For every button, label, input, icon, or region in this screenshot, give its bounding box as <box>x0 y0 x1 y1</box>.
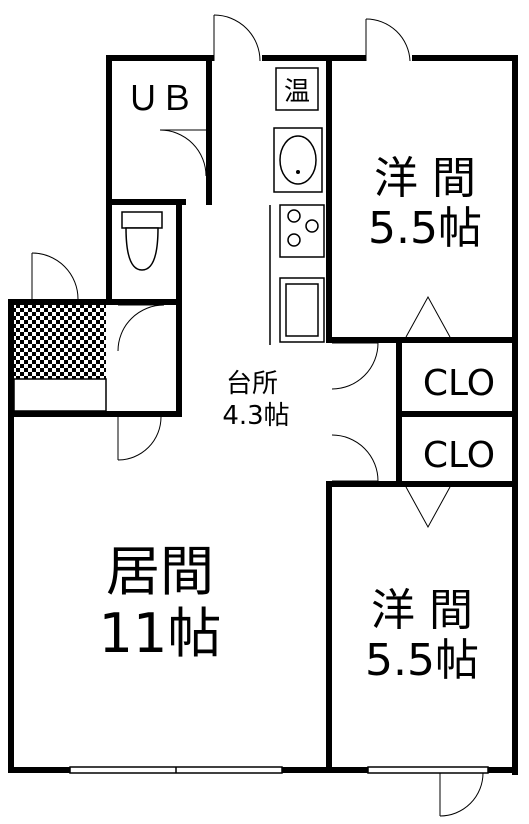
closet-upper-label: CLO <box>423 363 495 404</box>
fixtures <box>121 67 325 345</box>
bedroom-north-name: 洋 間 <box>374 153 476 204</box>
entrance-tile <box>13 305 107 412</box>
interior-walls <box>8 55 518 773</box>
water-heater-label: 温 <box>284 77 310 107</box>
windows <box>69 766 489 774</box>
living-name: 居間 <box>106 540 214 603</box>
bedroom-north-size: 5.5帖 <box>368 203 482 254</box>
kitchen-size: 4.3帖 <box>222 401 289 431</box>
doors <box>31 14 484 817</box>
closet-lower-label: CLO <box>423 435 495 476</box>
room-labels: ＵＢ 温 洋 間 5.5帖 CLO CLO 台所 4.3帖 居間 11帖 洋 間… <box>99 77 495 686</box>
bedroom-south-name: 洋 間 <box>371 585 473 636</box>
sink-icon <box>279 277 325 343</box>
bedroom-south-size: 5.5帖 <box>365 635 479 686</box>
stove-icon <box>279 204 325 258</box>
toilet-icon <box>121 211 163 271</box>
kitchen-name: 台所 <box>226 369 278 399</box>
ub-label: ＵＢ <box>126 79 194 119</box>
living-size: 11帖 <box>99 602 222 665</box>
water-heater-box <box>275 67 319 111</box>
